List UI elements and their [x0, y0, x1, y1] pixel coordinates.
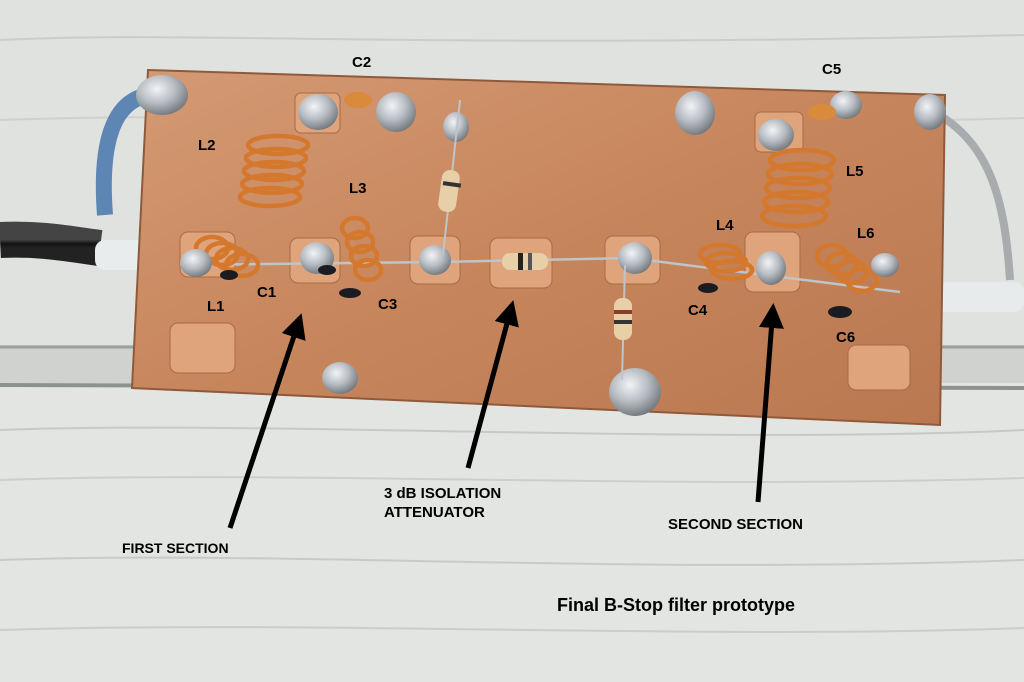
- label-l6: L6: [857, 225, 875, 242]
- capacitors: [220, 92, 852, 318]
- label-c3: C3: [378, 296, 398, 313]
- label-l3: L3: [349, 180, 367, 197]
- coil-l4: [697, 242, 755, 282]
- coil-l3: [339, 215, 384, 283]
- photo-caption: Final B-Stop filter prototype: [557, 595, 795, 615]
- annotation-arrows: [227, 300, 784, 529]
- label-second-section: SECOND SECTION: [668, 516, 804, 533]
- coil-l5: [759, 147, 837, 229]
- label-l5: L5: [846, 163, 864, 180]
- coil-l1: [193, 234, 261, 279]
- label-attenuator-line2: ATTENUATOR: [384, 503, 485, 521]
- label-l2: L2: [198, 137, 216, 154]
- label-c4: C4: [688, 302, 708, 319]
- label-l1: L1: [207, 298, 225, 315]
- label-attenuator-line1: 3 dB ISOLATION: [384, 485, 502, 502]
- label-c2: C2: [352, 54, 372, 71]
- label-c6: C6: [836, 329, 856, 346]
- label-c1: C1: [257, 284, 277, 301]
- solder-joints: [136, 75, 946, 416]
- coil-l2: [237, 133, 311, 209]
- label-attenuator: 3 dB ISOLATION ATTENUATOR: [384, 485, 501, 523]
- label-first-section: FIRST SECTION: [122, 540, 229, 556]
- label-c5: C5: [822, 61, 842, 78]
- arrow-first-section: [227, 313, 306, 529]
- label-l4: L4: [716, 217, 734, 234]
- arrow-attenuator: [465, 300, 519, 469]
- arrow-second-section: [755, 303, 784, 503]
- coil-l6: [814, 242, 880, 294]
- resistors: [438, 99, 632, 381]
- inductor-coils: [193, 133, 880, 294]
